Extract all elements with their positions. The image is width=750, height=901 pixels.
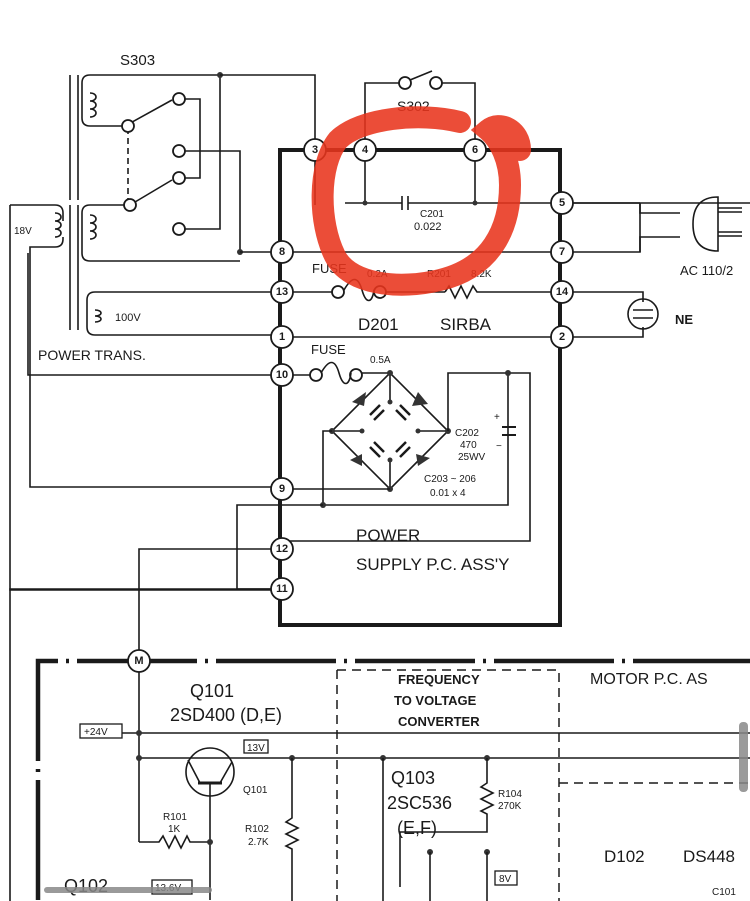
label-ne: NE [675,312,693,327]
motor-board-outline [35,658,750,900]
terminal-m: M [127,649,151,673]
label-c202-value: 470 [460,440,477,451]
fv-converter-outline [336,669,560,901]
terminal-11: 11 [270,577,294,601]
label-q103-part: 2SC536 [387,793,452,813]
resistor-r104 [399,758,495,887]
label-q101-part: 2SD400 (D,E) [170,705,282,725]
label-18v: 18V [14,226,32,237]
secondary-coil-100v [27,253,275,376]
ac-plug [639,196,742,252]
label-100v: 100V [115,312,141,324]
terminal-7: 7 [550,240,574,264]
capacitor-c201 [314,150,750,210]
svg-text:1: 1 [279,331,285,343]
fuse-0-5a [280,361,390,385]
resistor-r101 [139,834,210,850]
primary-coil-lower [81,204,240,262]
secondary-coil-18v [9,204,280,591]
label-c101: C101 [712,887,736,898]
label-q103-grade: (E,F) [397,818,437,838]
transistor-q101 [185,747,235,900]
label-fvc-line2: TO VOLTAGE [394,693,477,708]
label-sirba: SIRBA [440,315,492,334]
terminal-10: 10 [270,363,294,387]
label-fvc-line3: CONVERTER [398,714,480,729]
label-motor-pc: MOTOR P.C. AS [590,671,708,688]
label-c202-voltage: 25WV [458,452,486,463]
label-d102: D102 [604,847,645,866]
primary-coil-upper [81,74,220,127]
svg-text:11: 11 [276,583,288,595]
label-fvc-line1: FREQUENCY [398,672,480,687]
svg-text:13: 13 [276,286,288,298]
switch-s303 [121,72,243,255]
svg-text:2: 2 [559,331,565,343]
label-c203-value: 0.01 x 4 [430,488,466,499]
svg-text:7: 7 [559,246,565,258]
label-13v: 13V [247,743,265,754]
terminal-8: 8 [270,240,294,264]
terminals: 3 4 6 5 8 7 13 14 1 2 10 9 12 11 [270,138,574,601]
label-r201-value: 8.2K [471,269,492,280]
label-power-trans: POWER TRANS. [38,347,146,363]
svg-text:14: 14 [556,286,569,298]
label-c201-value: 0.022 [414,221,442,233]
terminal-1: 1 [270,325,294,349]
terminal-2: 2 [550,325,574,349]
label-8v: 8V [499,874,512,885]
svg-text:4: 4 [362,144,369,156]
label-q101-title: Q101 [190,681,234,701]
red-annotation-circle [311,106,531,296]
terminal-14: 14 [550,280,574,304]
voltage-box-8v [494,870,518,886]
label-r104: R104 [498,789,522,800]
voltage-box-24v [79,723,123,739]
svg-text:+: + [494,412,500,423]
neon-lamp-ne [560,291,659,338]
label-s303: S303 [120,52,155,69]
terminal-5: 5 [550,191,574,215]
label-psu-line2: SUPPLY P.C. ASS'Y [356,555,510,574]
resistor-r102 [284,758,300,901]
svg-text:8: 8 [279,246,285,258]
svg-text:9: 9 [279,483,285,495]
label-r102: R102 [245,824,269,835]
terminal-13: 13 [270,280,294,304]
svg-text:12: 12 [276,543,288,555]
vertical-scrollbar[interactable] [739,722,748,792]
label-r101: R101 [163,812,187,823]
label-r102-value: 2.7K [248,837,269,848]
transformer-core [69,75,79,330]
label-ds448: DS448 [683,847,735,866]
capacitor-c202: + − [494,412,516,452]
label-r104-value: 270K [498,801,522,812]
label-q103: Q103 [391,768,435,788]
label-fuse2-rating: 0.5A [370,355,391,366]
svg-text:−: − [496,441,502,452]
label-c203-206: C203 ~ 206 [424,474,476,485]
label-c202: C202 [455,428,479,439]
svg-text:10: 10 [276,369,288,381]
horizontal-scrollbar[interactable] [44,887,212,893]
terminal-4: 4 [353,138,377,162]
label-ac: AC 110/2 [680,263,733,278]
label-q102: Q102 [64,876,108,896]
label-plus24v: +24V [84,727,108,738]
label-r101-value: 1K [168,824,181,835]
label-d201: D201 [358,315,399,334]
label-q101-small: Q101 [243,785,268,796]
svg-text:5: 5 [559,197,565,209]
terminal-12: 12 [270,537,294,561]
voltage-box-13v [243,739,269,754]
svg-text:3: 3 [312,144,318,156]
label-fuse2: FUSE [311,342,346,357]
svg-text:6: 6 [472,144,478,156]
terminal-6: 6 [463,138,487,162]
terminal-9: 9 [270,477,294,501]
label-c201: C201 [420,209,444,220]
label-psu-line1: POWER [356,526,420,545]
svg-text:M: M [134,655,143,667]
